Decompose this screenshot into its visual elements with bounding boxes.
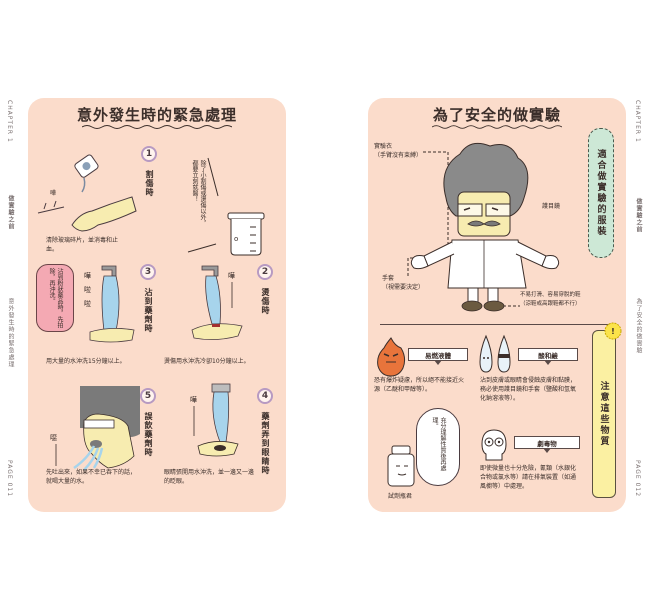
line-decoration [187,243,217,253]
svg-text:o: o [234,235,238,243]
step-3-label: 沾到藥劑時 [144,288,153,333]
scientist-illustration [407,142,560,312]
emergency-page: 意外發生時的緊急處理 1 割傷時 嘩 清除玻璃碎片，並消毒和止血。 除了小割傷或… [28,98,286,512]
skull-icon [481,429,507,461]
label-shoes: 不易打滑、容易穿脫的鞋 （涼鞋或高跟鞋都不行） [520,291,581,309]
left-margin-page: PAGE 011 [6,460,13,498]
step-1-badge: 1 [141,146,157,162]
step-2-caption: 燙傷用水沖洗冷卻10分鐘以上。 [164,358,250,365]
svg-text:嘩: 嘩 [190,395,197,404]
burn-rinse-illustration: 嘩 [191,265,243,340]
speech-bubble: 充分理解性質後再處理。 [416,408,460,486]
lab-coat-label: 實驗衣 [374,143,393,150]
left-margin-section: 做實驗之前 [7,195,14,230]
reagent-bottle-character-icon [387,445,415,487]
svg-text:嘩: 嘩 [228,271,235,280]
svg-text:噁: 噁 [50,434,57,442]
step-5-badge: 5 [140,388,156,404]
acid-base-desc: 沾到皮膚或眼睛會侵蝕皮膚和黏膜，務必使用護目鏡和手套（鹽酸和氫氧化鈉溶液等）。 [480,377,577,402]
right-margin-chapter: CHAPTER 1 [634,100,641,143]
section-divider [380,324,614,325]
right-margin-section: 做實驗之前 [635,198,642,233]
label-lab-coat: 實驗衣 （手臂沒有束縛） [374,142,422,160]
left-margin-chapter: CHAPTER 1 [6,100,13,143]
sound-effect: 嘩 [50,189,56,197]
step-3-caption: 用大量的水沖洗15分鐘以上。 [46,358,126,365]
step-5-caption: 先吐出來，如果不幸已吞下的話，就喝大量的水。 [46,469,137,485]
flame-character-icon [377,337,406,377]
shoes-label: 不易打滑、容易穿脫的鞋 [520,292,581,298]
title-underline-wave [82,125,232,129]
shoes-note: （涼鞋或高跟鞋都不行） [520,301,581,307]
label-gloves: 手套 （視需要決定） [382,274,424,292]
step-4-caption: 眼睛張開用水沖洗，並一邊又一邊的眨眼。 [164,469,255,485]
step-2-badge: 2 [257,264,273,280]
eye-rinse-illustration: 嘩 [190,383,239,457]
flammable-desc: 恐有爆炸疑慮，所以絕不能接近火源（乙醚和甲醇等）。 [374,377,465,393]
svg-text:啦: 啦 [84,299,91,308]
flammable-tag: 易燃液體 [408,348,468,365]
step-3-badge: 3 [140,264,156,280]
lab-coat-note: （手臂沒有束縛） [374,152,423,159]
title-underline-wave [432,125,562,129]
powder-note: 沾到粉狀藥品時，先拍除，再沖洗。 [36,264,74,332]
step-1-label: 割傷時 [145,170,154,197]
beaker-icon: o [227,212,265,256]
step-1-caption: 清除玻璃碎片，並消毒和止血。 [46,237,119,253]
step-4-badge: 4 [257,388,273,404]
cut-hand-illustration: 嘩 [37,154,137,232]
page-title: 意外發生時的緊急處理 [76,106,237,124]
step-5-label: 誤飲藥劑時 [144,412,153,457]
page-title: 為了安全的做實驗 [432,106,561,124]
gloves-label: 手套 [382,275,395,282]
left-margin-topic: 意外發生時的緊急處理 [7,298,14,368]
beaker-note: 除了小割傷或燙傷以外，都要立刻就醫！ [191,160,206,226]
svg-text:!: ! [611,327,615,336]
caution-box: 注意這些物質 [592,330,616,498]
step-4-label: 藥劑弄到眼睛時 [261,412,270,475]
outfit-box: 適合做實驗的服裝 [588,128,614,258]
lab-safety-page: 為了安全的做實驗 實驗衣 （手臂沒有束縛） 護目鏡 手套 （視需要決定） 不易打… [368,98,626,512]
caution-box-label: 注意這些物質 [598,381,609,447]
powder-note-text: 沾到粉狀藥品時，先拍除，再沖洗。 [48,268,63,328]
acid-base-droplets-icon [479,334,511,373]
gloves-note: （視需要決定） [382,284,425,291]
step-2-label: 燙傷時 [261,288,270,315]
label-goggles: 護目鏡 [542,203,561,210]
swallow-illustration: 噁 [50,386,140,471]
svg-text:嘩: 嘩 [84,271,91,280]
poison-tag: 劇毒物 [514,436,580,453]
line-decoration [207,157,219,197]
right-margin-page: PAGE 012 [634,460,641,498]
reagent-bottle-label: 試劑瓶君 [388,493,413,500]
chemical-rinse-illustration: 嘩 啦 啦 [84,265,135,343]
exclamation-badge-icon: ! [604,322,622,340]
acid-base-tag: 酸和鹼 [518,348,578,365]
speech-bubble-text: 充分理解性質後再處理。 [431,417,446,471]
outfit-box-label: 適合做實驗的服裝 [595,149,606,237]
svg-text:啦: 啦 [84,285,91,294]
poison-desc: 即使微量也十分危險，氰類（水銀化合物或氯水等）請在排氣裝置（如通風櫥等）中處理。 [480,465,577,490]
right-margin-topic: 為了安全的做實驗 [635,298,642,354]
